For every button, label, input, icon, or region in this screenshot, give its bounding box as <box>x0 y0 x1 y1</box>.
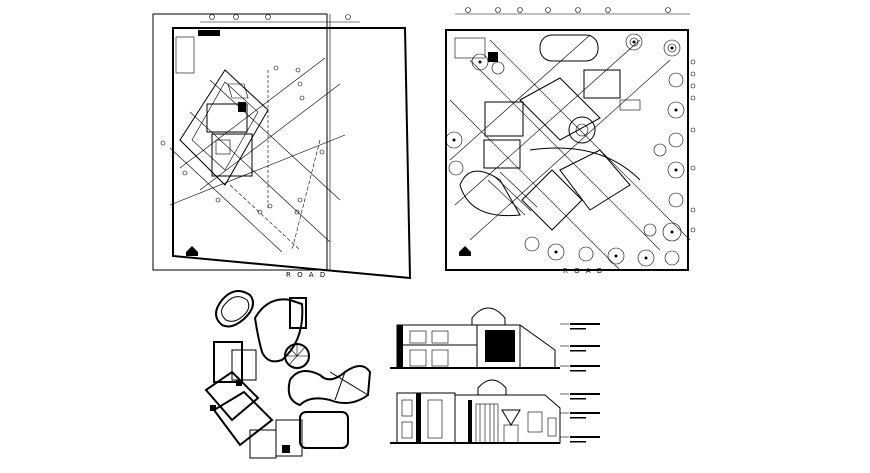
room-diagonal <box>204 370 260 422</box>
plot-boundary-outer <box>152 13 328 271</box>
building-plan-right <box>454 34 641 231</box>
room-block-b <box>299 411 349 449</box>
north-arrow-icon <box>459 246 471 252</box>
room-wave <box>287 365 372 407</box>
elevation-bottom <box>390 379 561 444</box>
spiral-stair <box>568 116 596 144</box>
room-curved <box>253 298 304 363</box>
room-block-a <box>213 341 243 383</box>
road-label-right: R O A D <box>563 267 604 275</box>
building-footprint <box>179 69 269 186</box>
setback-lines <box>229 70 321 251</box>
landscape-trees <box>445 33 685 267</box>
plot-boundary-right <box>445 29 689 271</box>
floor-plan-curved <box>204 290 372 459</box>
site-plan-right: R O A D <box>445 7 696 275</box>
column-markers <box>160 65 325 215</box>
road-label-left: R O A D <box>286 271 327 279</box>
gate-block <box>175 36 195 74</box>
elevation-top <box>390 307 560 369</box>
entrance-hatch <box>198 30 220 36</box>
dimension-markers-top <box>200 14 360 23</box>
grid-diagonals <box>169 14 346 270</box>
plot-boundary <box>172 27 412 280</box>
grid-diagonals-right <box>449 34 691 271</box>
dome-2 <box>477 379 507 395</box>
annotation-tags <box>560 323 600 443</box>
dome <box>471 307 506 325</box>
dimension-markers-top-right <box>455 7 690 15</box>
site-plan-left: R O A D <box>152 13 412 280</box>
lawn-curve <box>459 170 521 217</box>
dimension-markers-side-right <box>690 59 696 233</box>
living-block <box>521 169 583 231</box>
pool <box>539 34 599 62</box>
north-arrow-icon <box>186 246 198 252</box>
room-oval <box>215 290 255 328</box>
